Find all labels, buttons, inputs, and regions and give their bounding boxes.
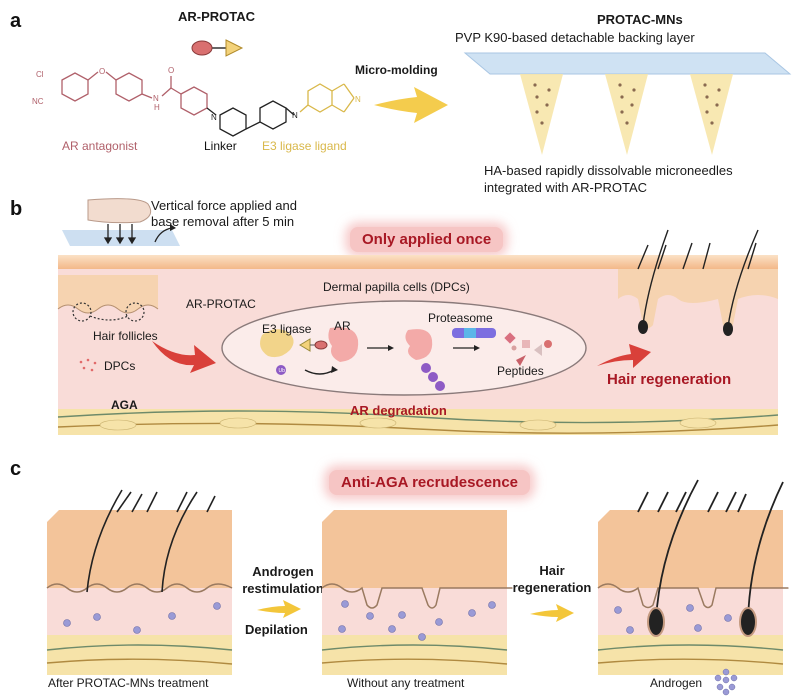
ar-protein-icon xyxy=(328,327,359,362)
red-arrow-to-regeneration-icon xyxy=(597,344,651,368)
step2-line2: regeneration xyxy=(512,580,592,595)
svg-text:O: O xyxy=(99,67,105,76)
hair-follicle-circles xyxy=(72,302,145,322)
svg-text:Cl: Cl xyxy=(36,70,44,79)
caption-after-treatment: After PROTAC-MNs treatment xyxy=(48,676,209,690)
e3-ligase-icon xyxy=(260,329,294,358)
force-label: Vertical force applied and base removal … xyxy=(151,198,297,230)
legend-e3-ligase-ligand: E3 ligase ligand xyxy=(262,139,347,153)
micro-molding-label: Micro-molding xyxy=(355,63,438,77)
skin-block-after-treatment xyxy=(46,489,233,675)
hair-follicles-label: Hair follicles xyxy=(93,329,158,343)
svg-text:N: N xyxy=(211,113,217,122)
linker-structure xyxy=(206,100,295,137)
proteasome-label: Proteasome xyxy=(428,311,493,325)
yellow-arrow-step1-icon xyxy=(257,600,301,618)
yellow-process-arrow-icon xyxy=(374,87,448,123)
step1-line2: restimulation xyxy=(242,581,324,596)
skin-block-hair-regeneration xyxy=(597,479,789,675)
microneedle-label-line2: integrated with AR-PROTAC xyxy=(484,180,648,195)
panel-c-label: c xyxy=(10,458,22,480)
skin-block-without-treatment xyxy=(321,510,513,675)
microneedle-label: HA-based rapidly dissolvable microneedle… xyxy=(484,162,733,196)
dpc-dots-icon xyxy=(79,358,97,372)
peptides-icon xyxy=(504,332,552,366)
androgen-legend-icon xyxy=(714,668,738,696)
dermal-papilla-cell: Ub xyxy=(221,300,587,396)
ar-protac-title: AR-PROTAC xyxy=(178,9,256,24)
svg-text:NC: NC xyxy=(32,97,44,106)
hair-regeneration-label-b: Hair regeneration xyxy=(607,371,732,388)
svg-text:N: N xyxy=(153,94,159,103)
step1-line1: Androgen xyxy=(252,564,314,579)
ar-antagonist-structure xyxy=(61,71,208,116)
hair-regeneration-step-label: Hair regeneration xyxy=(510,562,594,596)
microneedle xyxy=(690,74,733,155)
e3-ligase-label: E3 ligase xyxy=(262,322,312,336)
anti-aga-recrudescence-badge: Anti-AGA recrudescence xyxy=(329,470,530,495)
panel-a-label: a xyxy=(10,10,22,32)
microneedle xyxy=(605,74,648,155)
force-label-line2: base removal after 5 min xyxy=(151,214,295,229)
svg-text:H: H xyxy=(154,103,160,112)
yellow-arrow-step2-icon xyxy=(530,604,574,622)
drug-dots xyxy=(533,83,721,125)
protac-mns-title: PROTAC-MNs xyxy=(597,12,683,27)
androgen-restimulation-label: Androgen restimulation xyxy=(238,563,328,597)
proteasome-icon xyxy=(452,328,496,338)
svg-text:N: N xyxy=(355,95,361,104)
finger-applicator-icon xyxy=(62,198,180,246)
legend-androgen-label: Androgen xyxy=(650,676,703,690)
microneedle-patch xyxy=(463,52,792,155)
microneedle-label-line1: HA-based rapidly dissolvable microneedle… xyxy=(484,163,733,178)
dpc-cell-title: Dermal papilla cells (DPCs) xyxy=(323,280,470,294)
ar-label: AR xyxy=(334,319,351,333)
svg-text:Ub: Ub xyxy=(279,368,286,374)
dpcs-label: DPCs xyxy=(104,359,136,373)
step2-line1: Hair xyxy=(539,563,565,578)
e3-ligand-structure xyxy=(299,83,355,113)
svg-text:N: N xyxy=(292,111,298,120)
aga-label: AGA xyxy=(111,398,138,412)
force-label-line1: Vertical force applied and xyxy=(151,198,297,213)
svg-text:O: O xyxy=(168,66,174,75)
caption-without-treatment: Without any treatment xyxy=(347,676,465,690)
only-applied-once-badge: Only applied once xyxy=(350,227,504,252)
hair-strands xyxy=(637,229,759,328)
legend-ar-antagonist: AR antagonist xyxy=(62,139,138,153)
red-arrow-to-cell-icon xyxy=(152,341,216,373)
ar-protein-tagged-icon xyxy=(405,329,433,360)
protac-symbol-icon xyxy=(191,39,244,57)
backing-layer-label: PVP K90-based detachable backing layer xyxy=(455,30,695,45)
depilation-label: Depilation xyxy=(245,622,308,637)
panel-b-label: b xyxy=(10,198,23,220)
ar-protac-structure: Cl NC O N H O N N N xyxy=(32,66,361,137)
ar-protac-label-b: AR-PROTAC xyxy=(186,297,256,311)
legend-linker: Linker xyxy=(204,139,237,153)
ar-degradation-label: AR degradation xyxy=(350,403,447,418)
backing-layer xyxy=(463,52,792,75)
microneedle xyxy=(520,74,563,155)
peptides-label: Peptides xyxy=(497,364,544,378)
